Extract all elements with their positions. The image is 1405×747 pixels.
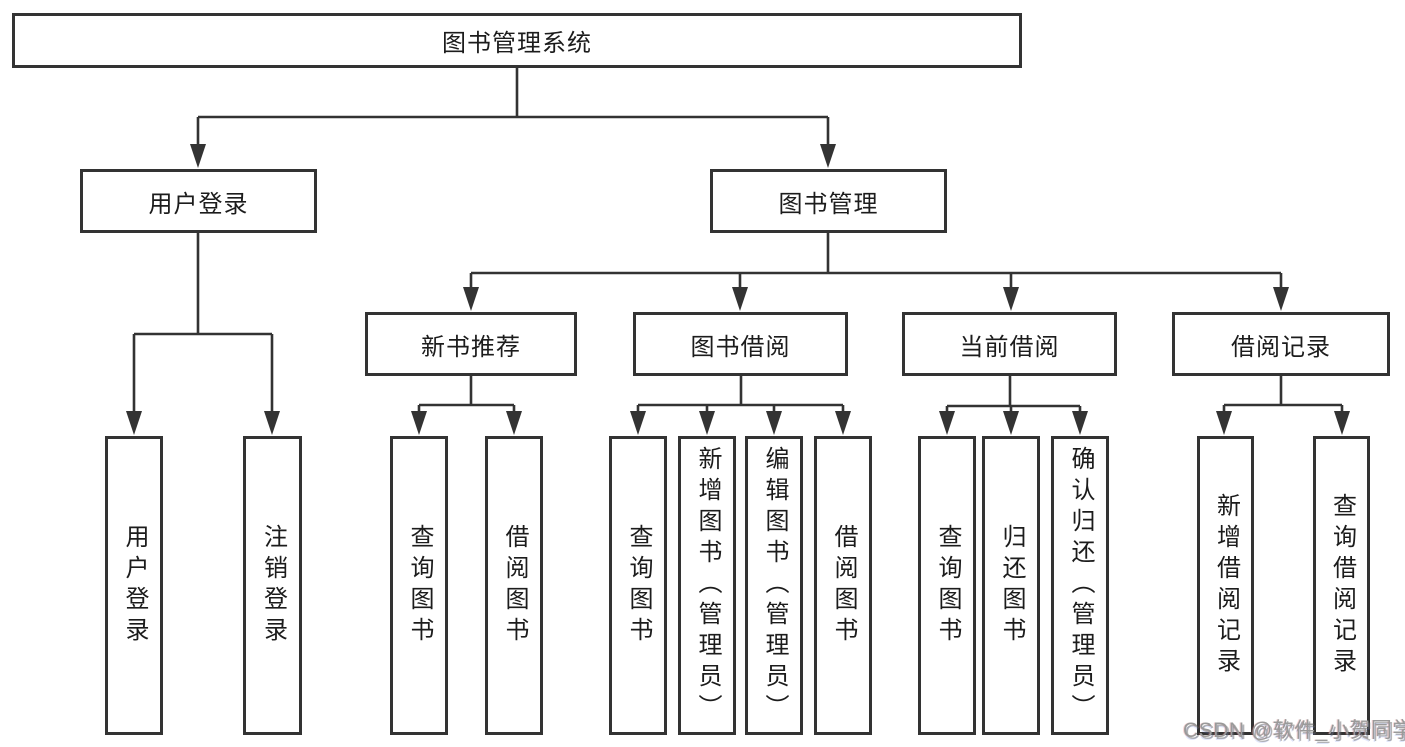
node-book-management: 图书管理 (710, 169, 947, 233)
node-label: 当前借阅 (959, 333, 1060, 361)
leaf-query-books-1: 查询图书 (390, 436, 448, 735)
node-label: 归还图书 (998, 523, 1025, 648)
node-label: 借阅图书 (501, 523, 528, 648)
node-book-borrow: 图书借阅 (633, 312, 848, 376)
node-label: 注销登录 (259, 523, 287, 648)
node-label: 确认归还（管理员） (1067, 446, 1094, 725)
node-label: 查询图书 (625, 523, 652, 648)
node-label: 借阅记录 (1231, 333, 1331, 361)
node-label: 新增借阅记录 (1212, 492, 1240, 679)
node-label: 图书管理系统 (442, 30, 592, 57)
leaf-confirm-return-admin: 确认归还（管理员） (1051, 436, 1109, 735)
node-current-borrow: 当前借阅 (902, 312, 1117, 376)
node-label: 图书管理 (778, 190, 879, 218)
node-label: 查询图书 (934, 523, 961, 648)
node-label: 新书推荐 (421, 333, 521, 361)
leaf-query-borrow-record: 查询借阅记录 (1313, 436, 1370, 735)
leaf-edit-books-admin: 编辑图书（管理员） (745, 436, 803, 735)
node-label: 借阅图书 (830, 523, 857, 648)
leaf-user-login: 用户登录 (105, 436, 163, 735)
leaf-logout: 注销登录 (243, 436, 302, 735)
node-new-book-recommend: 新书推荐 (365, 312, 577, 376)
node-label: 查询借阅记录 (1328, 492, 1356, 679)
node-label: 查询图书 (406, 523, 433, 648)
node-library-system: 图书管理系统 (12, 13, 1022, 68)
leaf-borrow-books-1: 借阅图书 (485, 436, 543, 735)
node-user-login-branch: 用户登录 (80, 169, 317, 233)
leaf-query-books-3: 查询图书 (918, 436, 976, 735)
leaf-add-books-admin: 新增图书（管理员） (678, 436, 736, 735)
leaf-add-borrow-record: 新增借阅记录 (1197, 436, 1254, 735)
node-label: 用户登录 (121, 523, 148, 648)
node-label: 图书借阅 (690, 333, 791, 361)
node-label: 新增图书（管理员） (694, 446, 721, 725)
watermark: CSDN @软件_小贺同学 (1183, 719, 1405, 742)
leaf-return-books: 归还图书 (982, 436, 1040, 735)
node-borrow-records: 借阅记录 (1172, 312, 1390, 376)
node-label: 编辑图书（管理员） (761, 446, 788, 725)
leaf-query-books-2: 查询图书 (609, 436, 667, 735)
node-label: 用户登录 (148, 190, 249, 218)
leaf-borrow-books-2: 借阅图书 (814, 436, 872, 735)
